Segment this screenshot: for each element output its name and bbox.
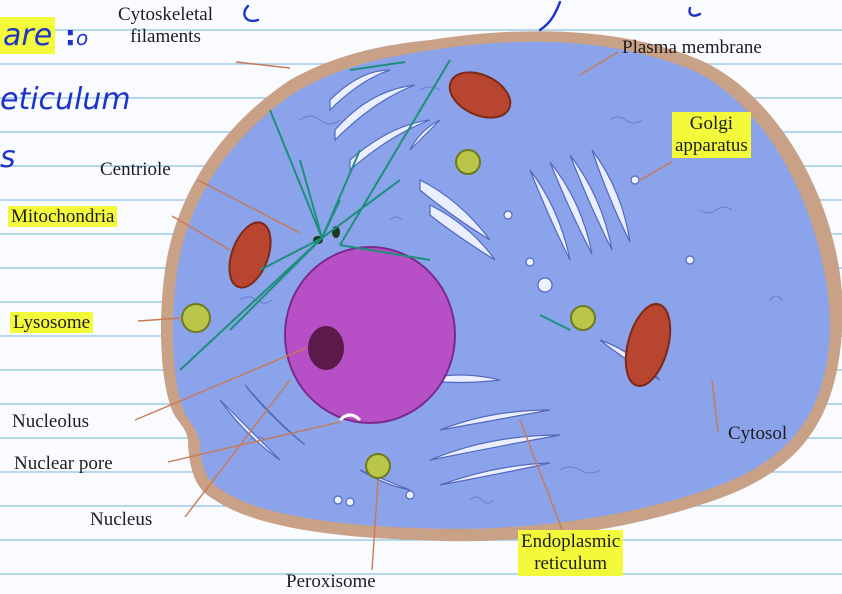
label-endoplasmic-reticulum: Endoplasmic reticulum bbox=[518, 530, 623, 576]
lysosome-left bbox=[182, 304, 210, 332]
colon-glyph: : bbox=[65, 19, 76, 52]
nucleolus-shape bbox=[308, 326, 344, 370]
label-nucleolus: Nucleolus bbox=[12, 412, 89, 431]
vesicle-right bbox=[571, 306, 595, 330]
handwritten-highlight: are bbox=[0, 17, 55, 54]
label-centriole: Centriole bbox=[100, 160, 171, 179]
label-cytoskeletal-filaments: Cytoskeletal filaments bbox=[118, 4, 213, 48]
label-golgi-apparatus: Golgi apparatus bbox=[672, 112, 751, 158]
label-lysosome: Lysosome bbox=[10, 312, 93, 333]
label-plasma-membrane: Plasma membrane bbox=[622, 38, 762, 57]
label-cytosol: Cytosol bbox=[728, 424, 787, 443]
handwritten-note-1: are :o bbox=[0, 18, 88, 53]
label-nucleus: Nucleus bbox=[90, 510, 152, 529]
ink-dot: o bbox=[76, 26, 88, 50]
label-mitochondria: Mitochondria bbox=[8, 206, 117, 227]
peroxisome-shape bbox=[366, 454, 390, 478]
label-peroxisome: Peroxisome bbox=[286, 572, 376, 591]
handwritten-note-3: s bbox=[0, 140, 16, 175]
pen-scribbles bbox=[244, 2, 700, 30]
handwritten-note-2: eticulum bbox=[0, 82, 131, 117]
nucleus-shape bbox=[285, 247, 455, 423]
vesicle-upper bbox=[456, 150, 480, 174]
label-nuclear-pore: Nuclear pore bbox=[14, 454, 113, 473]
